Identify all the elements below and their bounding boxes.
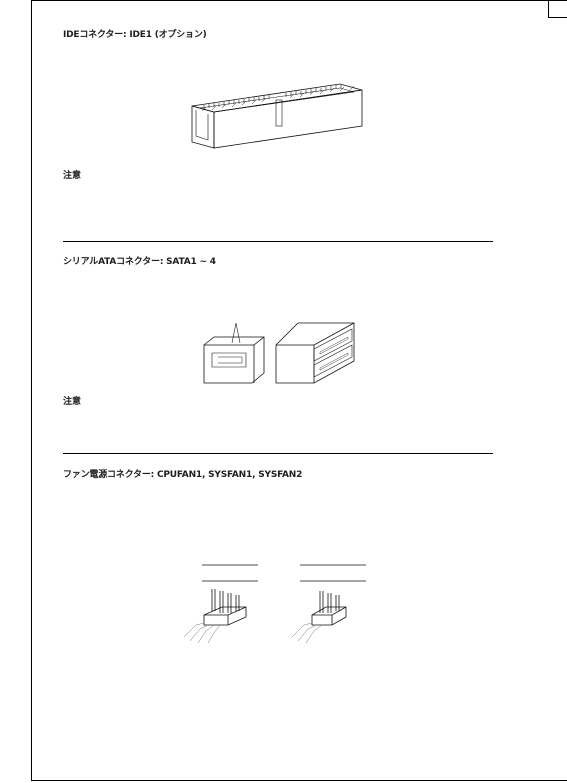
section-divider [63, 241, 493, 242]
section-divider [63, 453, 493, 454]
ide-connector-heading: IDEコネクター: IDE1 (オプション) [63, 30, 207, 40]
corner-crop-mark [548, 0, 567, 18]
ide-connector-illustration [191, 83, 363, 149]
sata-connector-heading: シリアルATAコネクター: SATA1 ~ 4 [63, 257, 216, 267]
fan-connector-4pin-illustration [183, 564, 258, 644]
fan-connector-heading: ファン電源コネクター: CPUFAN1, SYSFAN1, SYSFAN2 [63, 470, 303, 480]
sata-note-label: 注意 [63, 397, 82, 407]
sata-connector-illustration [203, 322, 355, 384]
fan-connector-3pin-illustration [291, 564, 366, 644]
page-frame [31, 0, 567, 781]
ide-note-label: 注意 [63, 171, 82, 181]
